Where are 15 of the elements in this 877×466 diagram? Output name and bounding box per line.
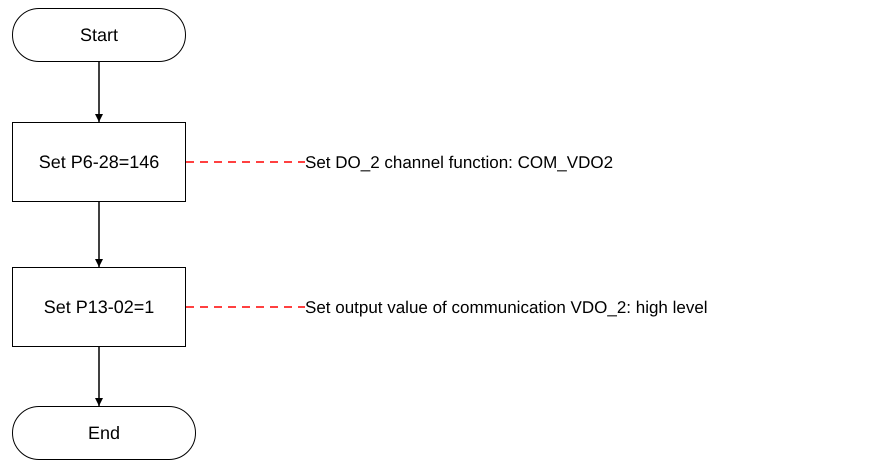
node-label: Set P6-28=146 [38,152,160,172]
terminal-shape [12,8,186,62]
process-box [12,122,186,202]
leader-line [186,306,305,308]
arrow [95,62,103,122]
annotation-text: Set output value of communication VDO_2: high level [305,295,708,321]
terminal-shape [12,406,196,460]
annotation-text: Set DO_2 channel function: COM_VDO2 [305,150,614,176]
node-label: End [88,422,120,444]
arrow [95,347,103,406]
leader-line [186,161,305,163]
node-label: Set P13-02=1 [44,296,154,318]
process-box [12,267,186,347]
node-label: Start [80,24,118,46]
arrow [95,202,103,267]
